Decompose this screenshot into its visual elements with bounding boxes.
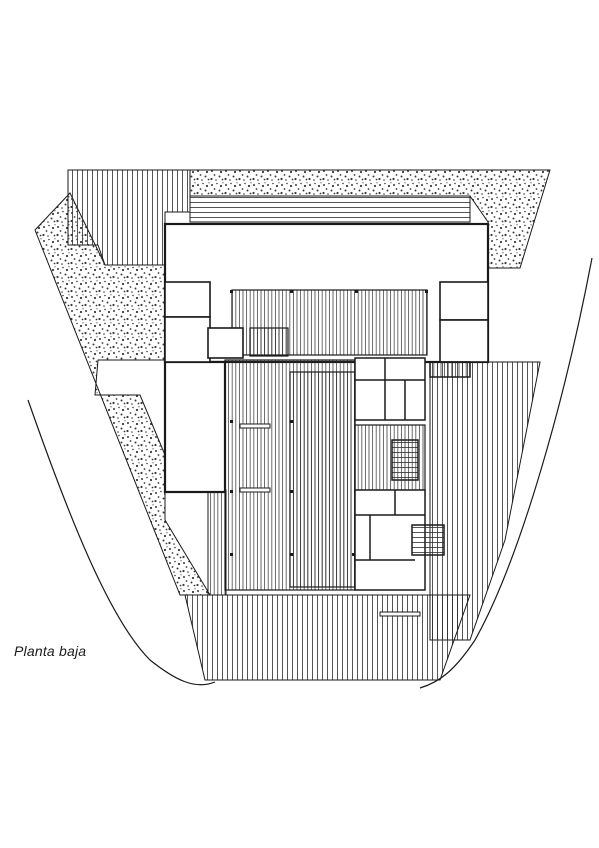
site-boundary	[27, 257, 593, 689]
side-rooms	[164, 281, 489, 363]
service-rooms	[354, 357, 471, 591]
structural-columns	[230, 290, 428, 556]
paving-areas	[67, 169, 541, 681]
plan-caption: Planta baja	[14, 643, 87, 659]
benches	[239, 423, 421, 617]
central-hall	[224, 289, 428, 591]
